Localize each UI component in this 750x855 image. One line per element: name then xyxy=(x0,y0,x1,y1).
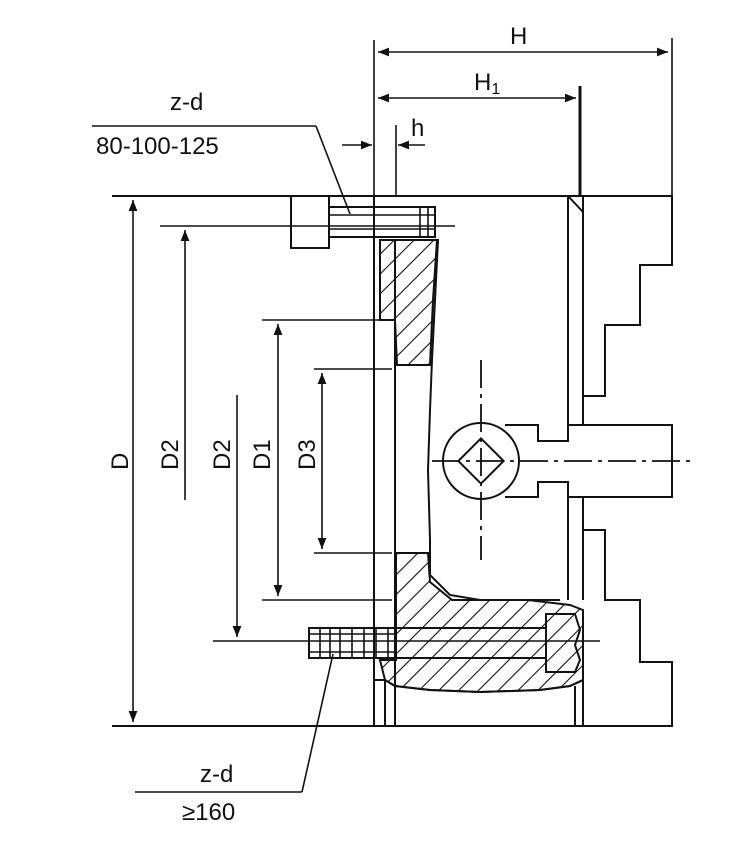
label-sizes-top: 80-100-125 xyxy=(96,133,219,160)
label-zd-bottom: z-d xyxy=(200,761,233,788)
label-H1: H1 xyxy=(474,69,500,98)
label-D2-upper: D2 xyxy=(157,439,184,470)
label-H: H xyxy=(510,23,527,50)
center-lines xyxy=(432,360,695,560)
label-D1: D1 xyxy=(249,439,276,470)
label-zd-top: z-d xyxy=(170,89,203,116)
label-D2-lower: D2 xyxy=(209,439,236,470)
label-sizes-bottom: ≥160 xyxy=(182,799,235,826)
label-D3: D3 xyxy=(294,439,321,470)
bottom-screw xyxy=(308,613,582,673)
label-h: h xyxy=(411,115,424,142)
label-D: D xyxy=(107,453,134,470)
top-screw xyxy=(290,195,436,249)
labels: H H1 h z-d 80-100-125 D D2 D2 D1 D3 z-d … xyxy=(96,23,527,826)
